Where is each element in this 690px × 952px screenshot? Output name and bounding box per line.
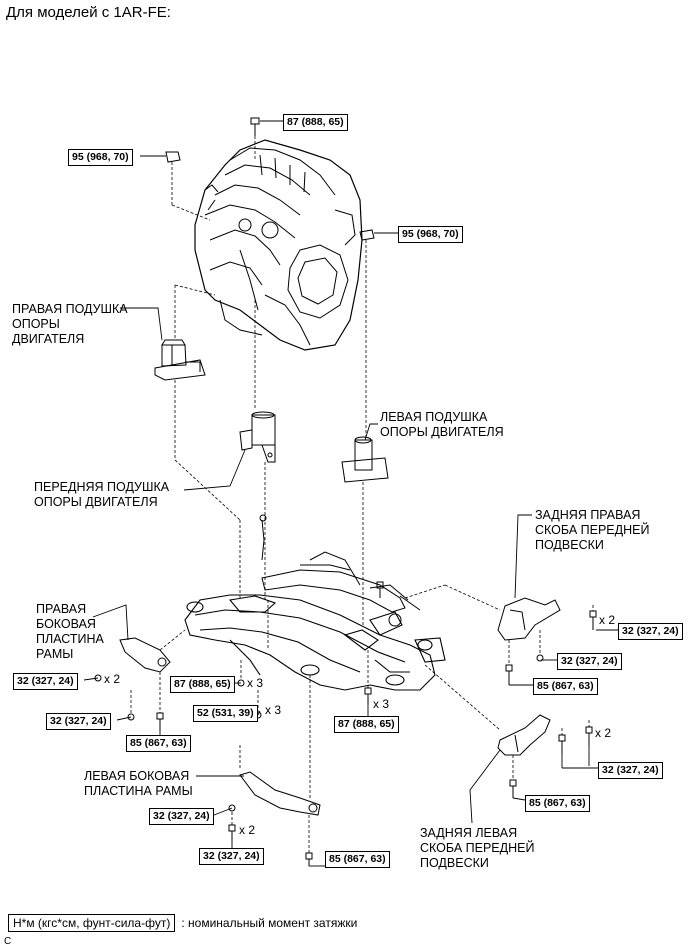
steering-rack-drawing [259, 514, 421, 627]
quantity-label: x 2 [239, 823, 256, 837]
leader-lines [83, 120, 618, 867]
torque-value: 95 (968, 70) [68, 149, 133, 166]
torque-value: 85 (867, 63) [533, 678, 598, 695]
subframe-drawing [184, 594, 446, 691]
right-engine-mount-drawing [154, 339, 206, 381]
torque-value: 32 (327, 24) [557, 653, 622, 670]
label-right-engine-mount: ПРАВАЯ ПОДУШКА ОПОРЫ ДВИГАТЕЛЯ [12, 302, 128, 346]
legend-unit-box: Н*м (кгс*см, фунт-сила-фут) [8, 914, 176, 932]
bolt-icon [364, 687, 372, 705]
bolt-icon [585, 726, 593, 746]
label-right-side-plate: ПРАВАЯ БОКОВАЯ ПЛАСТИНА РАМЫ [36, 602, 104, 661]
legend-text: : номинальный момент затяжки [181, 916, 358, 930]
torque-value: 85 (867, 63) [126, 735, 191, 752]
label-rear-right-bracket: ЗАДНЯЯ ПРАВАЯ СКОБА ПЕРЕДНЕЙ ПОДВЕСКИ [535, 508, 650, 552]
bolt-icon [156, 712, 164, 730]
nut-icon [165, 151, 181, 163]
left-engine-mount-drawing [341, 436, 389, 483]
front-engine-mount-drawing [239, 411, 276, 463]
torque-value: 85 (867, 63) [525, 795, 590, 812]
rear-left-bracket-drawing [497, 714, 593, 798]
rear-right-bracket-drawing [497, 597, 597, 685]
torque-value: 87 (888, 65) [283, 114, 348, 131]
torque-value: 32 (327, 24) [199, 848, 264, 865]
assembly-lines [130, 136, 594, 853]
quantity-label: x 3 [265, 703, 282, 717]
torque-value: 32 (327, 24) [13, 673, 78, 690]
torque-value: 85 (867, 63) [325, 851, 390, 868]
torque-value: 32 (327, 24) [598, 762, 663, 779]
quantity-label: x 2 [595, 726, 612, 740]
label-rear-left-bracket: ЗАДНЯЯ ЛЕВАЯ СКОБА ПЕРЕДНЕЙ ПОДВЕСКИ [420, 826, 535, 870]
bolt-icon [509, 779, 517, 798]
torque-value: 32 (327, 24) [46, 713, 111, 730]
label-left-side-plate: ЛЕВАЯ БОКОВАЯ ПЛАСТИНА РАМЫ [84, 769, 193, 798]
engine-drawing [194, 139, 363, 351]
bolt-icon [250, 117, 260, 136]
quantity-label: x 3 [247, 676, 264, 690]
quantity-label: x 2 [599, 613, 616, 627]
bolt-icon [228, 824, 236, 842]
torque-value: 52 (531, 39) [193, 705, 258, 722]
nut-icon [359, 229, 375, 241]
torque-legend: Н*м (кгс*см, фунт-сила-фут) : номинальны… [8, 914, 357, 932]
bolt-icon [589, 610, 597, 630]
quantity-label: x 3 [373, 697, 390, 711]
bolt-icon [305, 852, 313, 866]
torque-value: 87 (888, 65) [170, 676, 235, 693]
torque-value: 32 (327, 24) [618, 623, 683, 640]
page-title: Для моделей с 1AR-FE: [6, 4, 171, 21]
label-front-engine-mount: ПЕРЕДНЯЯ ПОДУШКА ОПОРЫ ДВИГАТЕЛЯ [34, 480, 170, 509]
quantity-label: x 2 [104, 672, 121, 686]
bolt-icon [505, 664, 513, 685]
label-left-engine-mount: ЛЕВАЯ ПОДУШКА ОПОРЫ ДВИГАТЕЛЯ [380, 410, 504, 439]
bolt-icon [558, 734, 566, 754]
torque-value: 32 (327, 24) [149, 808, 214, 825]
bolt-icon [376, 581, 384, 598]
torque-value: 95 (968, 70) [398, 226, 463, 243]
left-side-plate-drawing [228, 771, 321, 866]
torque-value: 87 (888, 65) [334, 716, 399, 733]
figure-code: C [4, 936, 12, 947]
